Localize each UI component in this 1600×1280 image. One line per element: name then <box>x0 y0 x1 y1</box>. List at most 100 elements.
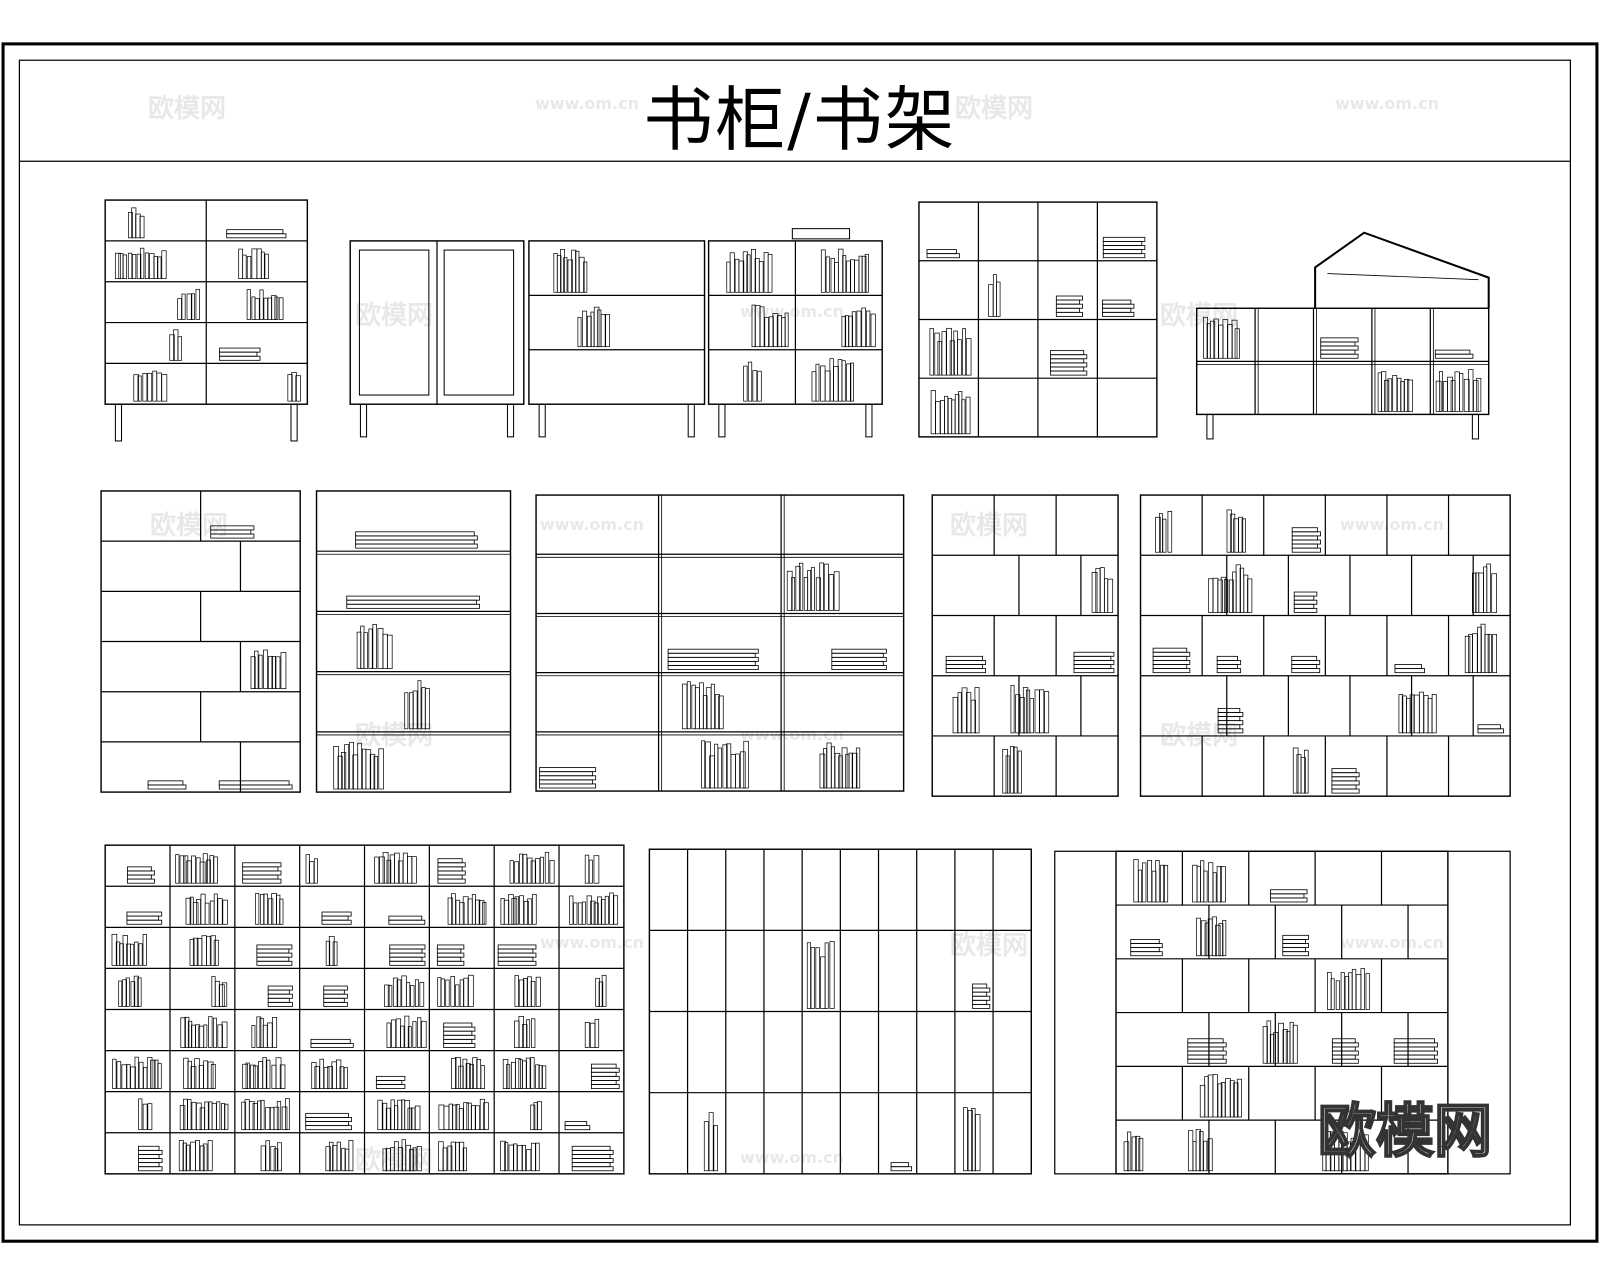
book-stack <box>321 915 349 921</box>
book <box>180 1017 186 1048</box>
book-stack <box>323 997 345 1003</box>
book <box>1438 371 1443 412</box>
book <box>1159 513 1163 553</box>
book <box>125 943 131 966</box>
book <box>142 373 148 402</box>
book <box>549 860 555 884</box>
leg <box>1206 413 1214 440</box>
book <box>258 1061 263 1089</box>
book <box>1091 572 1098 613</box>
book <box>601 974 607 1007</box>
book <box>1226 509 1232 553</box>
book <box>735 753 740 789</box>
watermark-url: www.om.cn <box>540 515 645 534</box>
book <box>1225 1078 1231 1118</box>
book <box>411 856 417 884</box>
book <box>1162 518 1167 553</box>
book <box>392 977 399 1007</box>
book <box>385 1107 391 1131</box>
book <box>213 1017 217 1048</box>
book <box>112 1058 117 1089</box>
book <box>975 1114 981 1172</box>
book <box>1211 916 1217 957</box>
book-stack <box>1282 934 1309 940</box>
book-stack <box>1331 788 1360 794</box>
book <box>1335 980 1340 1010</box>
book <box>416 1146 422 1172</box>
leg <box>114 403 123 442</box>
book <box>114 252 121 280</box>
book <box>1207 1074 1214 1118</box>
book <box>241 1101 247 1131</box>
book <box>1212 872 1217 903</box>
book <box>508 894 514 925</box>
book <box>815 363 820 402</box>
book <box>204 1101 209 1131</box>
book <box>597 896 603 925</box>
cabinet-outline <box>528 240 706 405</box>
book-stack <box>1073 660 1115 665</box>
book <box>343 1067 348 1089</box>
book <box>992 274 997 317</box>
book-stack <box>436 948 462 954</box>
book <box>125 977 130 1007</box>
book <box>954 394 960 435</box>
book-stack <box>1434 349 1471 355</box>
book-stack <box>436 944 465 950</box>
book <box>179 1105 186 1131</box>
book-stack <box>1102 299 1132 305</box>
book-stack <box>126 878 155 884</box>
watermark-url: www.om.cn <box>740 725 845 744</box>
book <box>276 1142 282 1172</box>
book <box>522 853 528 884</box>
book <box>522 1060 527 1089</box>
book <box>319 1058 324 1089</box>
book-stack <box>890 1162 909 1168</box>
book <box>332 941 338 966</box>
book <box>271 295 277 320</box>
book <box>455 899 461 925</box>
book <box>806 942 811 1009</box>
book <box>126 1064 131 1089</box>
book-stack <box>242 878 282 884</box>
book <box>815 947 820 1009</box>
book <box>377 1099 383 1131</box>
book <box>156 372 162 402</box>
book <box>285 1098 290 1131</box>
book-stack <box>1050 358 1085 364</box>
book <box>196 899 201 925</box>
book-stack <box>1320 341 1356 347</box>
book-stack <box>972 987 991 993</box>
book <box>842 255 847 293</box>
book <box>134 941 139 966</box>
book-stack <box>1187 1038 1224 1044</box>
book-stack <box>437 858 463 864</box>
book <box>1235 564 1241 613</box>
book <box>587 315 592 348</box>
book <box>147 372 153 402</box>
book <box>209 900 215 925</box>
book <box>855 747 861 789</box>
book <box>138 943 143 966</box>
book <box>613 895 619 925</box>
book <box>1241 518 1246 553</box>
book-stack <box>1293 595 1315 601</box>
book <box>1199 1131 1204 1172</box>
book <box>1435 380 1442 412</box>
book <box>831 746 835 789</box>
book <box>369 753 376 790</box>
book <box>701 740 706 789</box>
book <box>577 316 582 348</box>
book <box>203 1024 208 1048</box>
book <box>515 1058 521 1089</box>
book-stack <box>1331 1050 1359 1056</box>
book <box>935 401 941 435</box>
bookcase-5 <box>918 201 1158 438</box>
book-stack <box>256 956 290 962</box>
book <box>400 1025 405 1048</box>
book <box>1409 694 1415 734</box>
book <box>136 253 142 280</box>
book <box>438 1141 444 1172</box>
book <box>265 1140 270 1172</box>
book <box>250 656 256 690</box>
